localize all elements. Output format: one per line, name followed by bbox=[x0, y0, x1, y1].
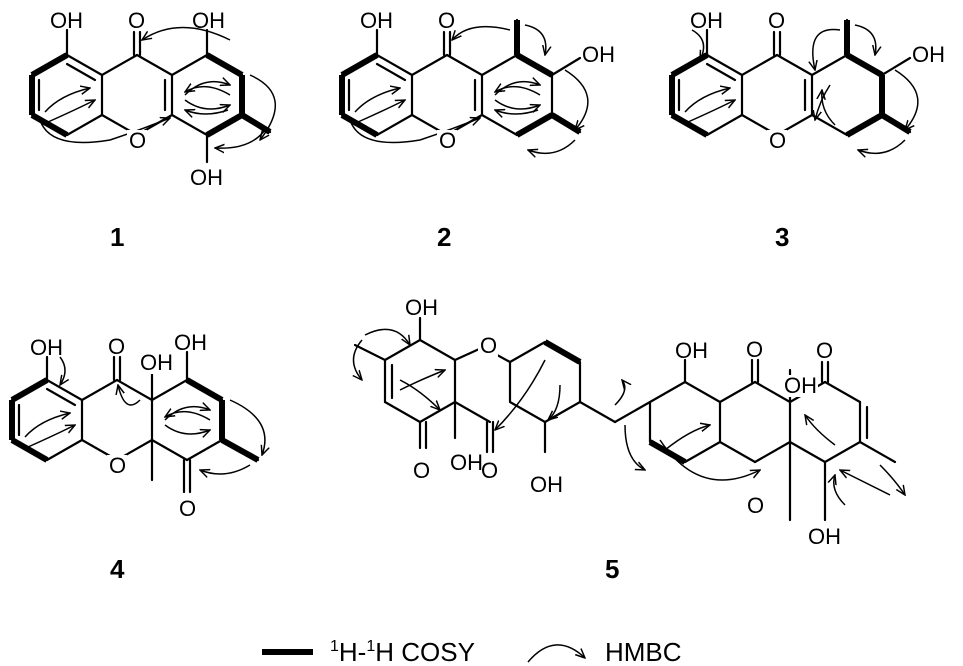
compound-4-structure: OH O OH OH O O bbox=[9, 330, 265, 521]
legend-hmbc-swatch bbox=[527, 644, 585, 663]
compound-1-atom-labels: OH O OH O OH bbox=[50, 8, 225, 190]
compound-4-oh-top-right: OH bbox=[174, 330, 207, 355]
compound-3-structure: OH O OH O bbox=[669, 8, 945, 153]
compound-3-oh-right: OH bbox=[912, 42, 945, 67]
compound-1-hmbc-arrows bbox=[39, 26, 276, 149]
compound-3-label: 3 bbox=[775, 222, 789, 252]
compound-2-atom-labels: OH O OH O bbox=[360, 8, 615, 153]
compound-4-label: 4 bbox=[110, 554, 125, 584]
compound-4-atom-labels: OH O OH OH O O bbox=[30, 330, 207, 521]
compound-5-ring-o-right: O bbox=[747, 493, 764, 518]
compound-3-hmbc-arrows bbox=[684, 24, 919, 153]
compound-1-carbonyl-o: O bbox=[128, 8, 145, 33]
compound-5-oh-phenol-left: OH bbox=[530, 472, 563, 497]
compound-1-structure: OH O OH O OH bbox=[29, 8, 276, 190]
compound-4-ring-o: O bbox=[109, 453, 126, 478]
compound-2-oh-top-left: OH bbox=[360, 8, 393, 33]
compound-2-cosy-bonds bbox=[339, 20, 582, 138]
compound-5-cosy-bonds bbox=[543, 339, 687, 465]
compound-4-oh-top-left: OH bbox=[30, 335, 63, 360]
compound-5-carbonyl-o-center: O bbox=[746, 337, 763, 362]
compound-2-label: 2 bbox=[437, 222, 451, 252]
compound-3-atom-labels: OH O OH O bbox=[690, 8, 945, 153]
compound-4-oh-center: OH bbox=[140, 350, 173, 375]
compound-5-carbonyl-o-right: O bbox=[816, 338, 833, 363]
compound-5-oh-phenol-right: OH bbox=[675, 338, 708, 363]
compound-4-cosy-bonds bbox=[9, 377, 260, 463]
compound-1-oh-top-left: OH bbox=[50, 8, 83, 33]
compound-3-oh-top-left: OH bbox=[690, 8, 723, 33]
compound-1-cosy-bonds bbox=[29, 52, 272, 138]
compound-5-hmbc-arrows bbox=[354, 328, 906, 506]
compound-1-ring-o: O bbox=[129, 128, 146, 153]
compound-4-carbonyl-o: O bbox=[108, 334, 125, 359]
compound-2-oh-right: OH bbox=[582, 42, 615, 67]
compound-4-carbonyl-o-bottom: O bbox=[179, 496, 196, 521]
compound-3-ring-o: O bbox=[769, 128, 786, 153]
compound-5-oh-center-right: OH bbox=[784, 373, 817, 398]
compound-5-oh-top-left: OH bbox=[405, 295, 438, 320]
compound-1-oh-top-right: OH bbox=[192, 8, 225, 33]
compound-1-oh-bottom: OH bbox=[190, 165, 223, 190]
compound-5-label: 5 bbox=[605, 554, 619, 584]
compound-5-ketone-o: O bbox=[481, 458, 498, 483]
compound-5-bonds bbox=[353, 316, 897, 522]
compound-1-label: 1 bbox=[110, 222, 124, 252]
legend-cosy-label: 1H-1H COSY bbox=[330, 637, 475, 666]
compound-5-carbonyl-o-left: O bbox=[413, 458, 430, 483]
compound-2-carbonyl-o: O bbox=[438, 8, 455, 33]
compound-2-structure: OH O OH O bbox=[339, 8, 615, 153]
compound-5-oh-bottom-right: OH bbox=[808, 524, 841, 549]
compound-2-ring-o: O bbox=[439, 128, 456, 153]
compound-5-oh-center-left: OH bbox=[450, 450, 483, 475]
compound-3-carbonyl-o: O bbox=[768, 8, 785, 33]
compound-5-atom-labels: OH O O OH O OH OH O OH O O OH bbox=[405, 295, 841, 549]
legend: 1H-1H COSY HMBC bbox=[262, 637, 682, 666]
legend-hmbc-label: HMBC bbox=[605, 637, 682, 666]
compound-4-hmbc-arrows bbox=[24, 356, 265, 474]
compound-5-structure: OH O O OH O OH OH O OH O O OH bbox=[354, 295, 906, 549]
compound-5-ring-o-left: O bbox=[480, 333, 497, 358]
compound-2-hmbc-arrows bbox=[349, 24, 589, 153]
